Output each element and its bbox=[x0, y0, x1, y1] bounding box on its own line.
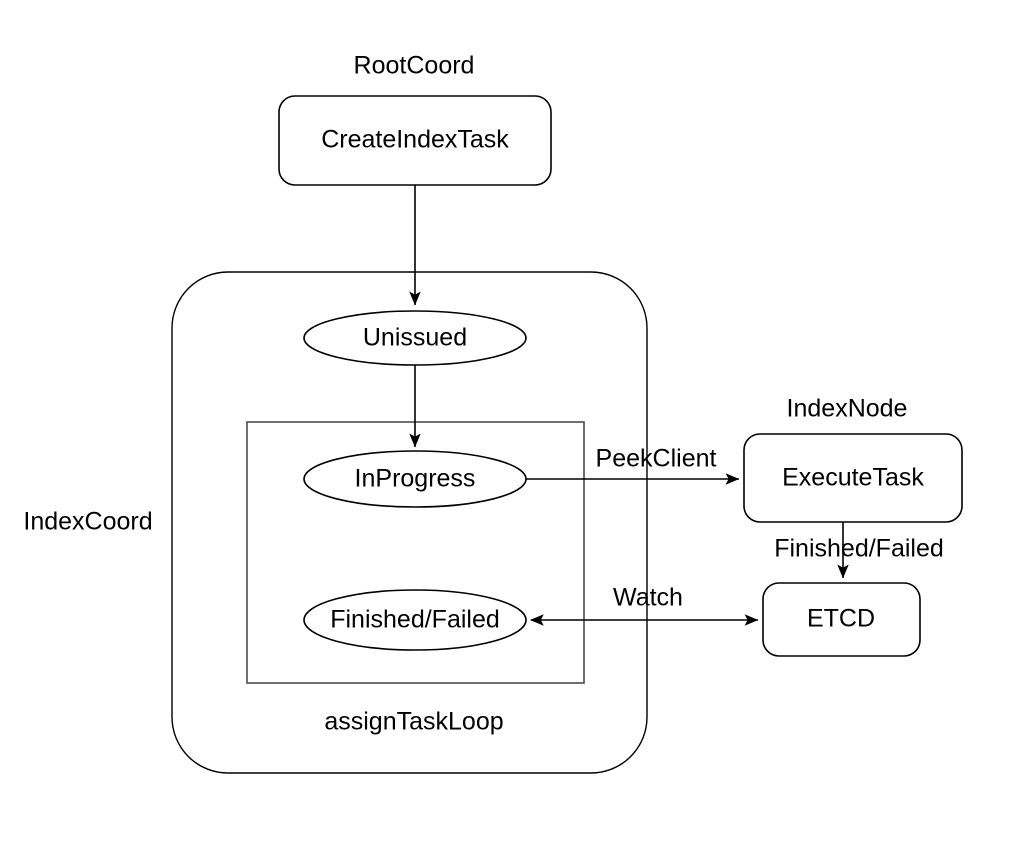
node-etcd[interactable] bbox=[762, 582, 921, 657]
edge-peek-client-label: PeekClient bbox=[596, 445, 717, 473]
assign-task-loop-label: assignTaskLoop bbox=[324, 708, 503, 736]
node-execute-task-label: ExecuteTask bbox=[782, 464, 924, 492]
edge-finished-failed-transition-label: Finished/Failed bbox=[774, 535, 944, 563]
index-coord-container bbox=[171, 271, 648, 774]
node-in-progress-label: InProgress bbox=[355, 465, 476, 493]
node-create-index-task-label: CreateIndexTask bbox=[321, 126, 509, 154]
index-coord-label: IndexCoord bbox=[23, 508, 152, 536]
node-finished-failed-state[interactable] bbox=[303, 589, 527, 651]
node-execute-task[interactable] bbox=[743, 433, 963, 523]
edge-watch-label: Watch bbox=[613, 584, 683, 612]
node-unissued-label: Unissued bbox=[363, 324, 467, 352]
index-node-label: IndexNode bbox=[787, 395, 908, 423]
root-coord-label: RootCoord bbox=[354, 52, 475, 80]
node-etcd-label: ETCD bbox=[807, 605, 875, 633]
node-finished-failed-state-label: Finished/Failed bbox=[330, 606, 500, 634]
